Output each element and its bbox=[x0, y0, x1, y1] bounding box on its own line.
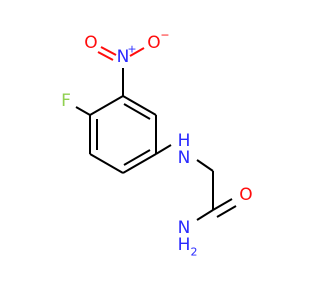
amide-nitrogen-label: N bbox=[178, 218, 191, 238]
nh-ch2-bond bbox=[196, 159, 214, 172]
nitro-oxygen-right-label: O bbox=[147, 33, 160, 53]
ring-bond bbox=[122, 95, 157, 116]
amide-hydrogen-label: H bbox=[178, 235, 191, 255]
ring-nh-bond bbox=[155, 144, 172, 155]
molecule-diagram: F N + O O − H N O N H 2 bbox=[61, 29, 253, 259]
molecule-structure: F N + O O − H N O N H 2 bbox=[61, 29, 253, 259]
carbonyl-bond bbox=[212, 198, 233, 211]
carbonyl-oxygen-label: O bbox=[239, 185, 252, 205]
amide-hydrogen-subscript: 2 bbox=[191, 246, 198, 259]
amine-nitrogen-label: N bbox=[178, 148, 191, 168]
ring-bond bbox=[122, 153, 157, 174]
amide-bond bbox=[196, 209, 214, 221]
c-f-bond bbox=[75, 106, 91, 116]
fluorine-atom-label: F bbox=[61, 91, 71, 111]
benzene-ring bbox=[89, 95, 157, 174]
nitro-nitrogen-label: N bbox=[117, 47, 130, 67]
nitro-positive-charge: + bbox=[127, 43, 136, 56]
nitro-negative-charge: − bbox=[160, 29, 169, 42]
amine-hydrogen-label: H bbox=[178, 131, 191, 151]
carbonyl-double-bond bbox=[216, 205, 237, 218]
ring-bond bbox=[89, 95, 124, 116]
nitro-oxygen-left-label: O bbox=[84, 33, 97, 53]
ring-double-bond bbox=[123, 149, 151, 166]
ring-double-bond bbox=[123, 103, 151, 120]
nitro-double-bond-2 bbox=[97, 51, 114, 61]
nitro-single-bond bbox=[129, 47, 145, 57]
ring-bond bbox=[89, 153, 124, 174]
nitro-double-bond bbox=[100, 46, 117, 56]
